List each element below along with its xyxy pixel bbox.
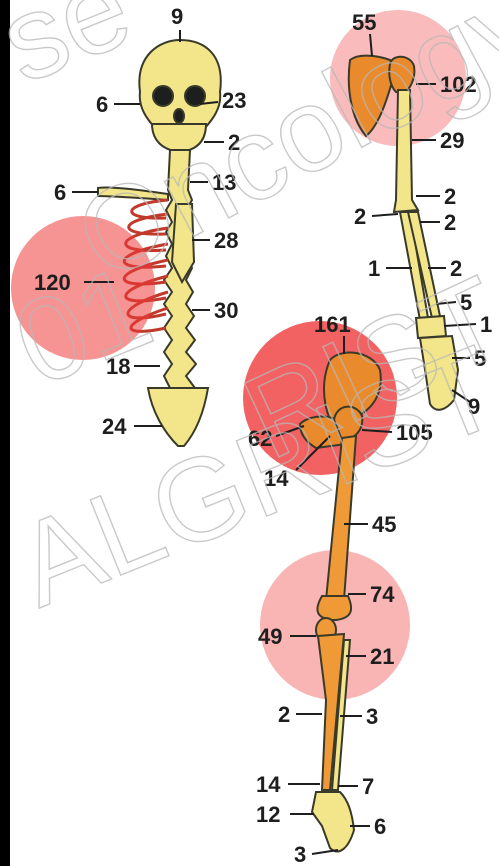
label-elbow-left: 2 bbox=[354, 204, 366, 229]
label-femur-shaft: 45 bbox=[372, 512, 396, 537]
label-fibula-mid: 2 bbox=[278, 702, 290, 727]
distal-femur bbox=[317, 596, 351, 620]
label-proximal-tibia: 21 bbox=[370, 644, 394, 669]
label-elbow-right: 2 bbox=[444, 184, 456, 209]
left-orbit bbox=[153, 86, 173, 106]
label-forearm-left: 1 bbox=[368, 256, 380, 281]
label-sacrum: 24 bbox=[102, 414, 127, 439]
watermark: se Oncology 01 RIST ALGRIST bbox=[0, 0, 499, 632]
label-skull-top: 9 bbox=[171, 4, 183, 29]
label-radius-upper: 2 bbox=[444, 210, 456, 235]
left-border-bar bbox=[0, 0, 10, 866]
label-thoracic-spine: 30 bbox=[214, 298, 238, 323]
label-patella: 49 bbox=[258, 624, 282, 649]
label-distal-fibula: 14 bbox=[256, 772, 281, 797]
label-tibia-mid: 3 bbox=[366, 704, 378, 729]
watermark-line-1: se bbox=[0, 0, 148, 109]
label-calcaneus: 12 bbox=[256, 802, 280, 827]
label-toes: 3 bbox=[294, 842, 306, 866]
label-distal-femur: 74 bbox=[370, 582, 395, 607]
label-distal-tibia: 7 bbox=[362, 774, 374, 799]
label-foot: 6 bbox=[374, 814, 386, 839]
nasal-cavity bbox=[174, 109, 184, 123]
foot bbox=[312, 792, 354, 851]
label-skull-left: 6 bbox=[96, 92, 108, 117]
